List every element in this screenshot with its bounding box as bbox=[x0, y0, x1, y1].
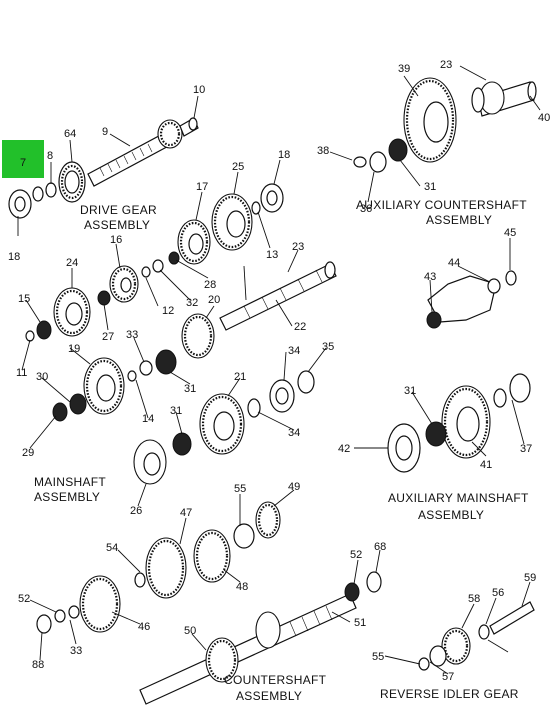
callout: 37 bbox=[520, 443, 532, 455]
callout: 58 bbox=[468, 593, 480, 605]
callout: 51 bbox=[354, 617, 366, 629]
callout: 52 bbox=[18, 593, 30, 605]
callout: 43 bbox=[424, 271, 436, 283]
callout: 23 bbox=[440, 59, 452, 71]
callout-numbers: 7 10 9 64 8 18 23 39 40 25 18 17 13 38 3… bbox=[8, 59, 550, 683]
drive-gear-assembly bbox=[2, 117, 199, 219]
callout: 33 bbox=[70, 645, 82, 657]
callout: 38 bbox=[317, 145, 329, 157]
callout: 33 bbox=[126, 329, 138, 341]
caption-drive-gear-line1: DRIVE GEAR bbox=[80, 203, 157, 217]
caption-reverse-idler: REVERSE IDLER GEAR bbox=[380, 687, 519, 701]
callout: 64 bbox=[64, 128, 76, 140]
caption-aux-mainshaft-line1: AUXILIARY MAINSHAFT bbox=[388, 491, 529, 505]
callout: 8 bbox=[47, 150, 53, 162]
callout: 25 bbox=[232, 161, 244, 173]
callout: 26 bbox=[130, 505, 142, 517]
callout: 30 bbox=[36, 371, 48, 383]
callout: 18 bbox=[8, 251, 20, 263]
caption-countershaft-line1: COUNTERSHAFT bbox=[224, 673, 327, 687]
mainshaft-assembly bbox=[25, 183, 337, 485]
leader-lines bbox=[17, 65, 541, 675]
callout: 22 bbox=[294, 321, 306, 333]
caption-drive-gear-line2: ASSEMBLY bbox=[84, 218, 150, 232]
caption-aux-countershaft-line2: ASSEMBLY bbox=[426, 213, 492, 227]
aux-mainshaft-assembly bbox=[387, 270, 531, 473]
callout: 13 bbox=[266, 249, 278, 261]
assembly-captions: DRIVE GEAR ASSEMBLY AUXILIARY COUNTERSHA… bbox=[34, 198, 529, 703]
callout: 17 bbox=[196, 181, 208, 193]
callout: 11 bbox=[16, 367, 27, 379]
callout: 15 bbox=[18, 293, 30, 305]
callout: 16 bbox=[110, 234, 122, 246]
callout: 21 bbox=[234, 371, 246, 383]
caption-mainshaft-line2: ASSEMBLY bbox=[34, 490, 100, 504]
callout: 7 bbox=[20, 157, 26, 169]
caption-aux-mainshaft-line2: ASSEMBLY bbox=[418, 508, 484, 522]
callout: 12 bbox=[162, 305, 174, 317]
callout: 68 bbox=[374, 541, 386, 553]
callout: 31 bbox=[170, 405, 182, 417]
callout: 19 bbox=[68, 343, 80, 355]
callout: 48 bbox=[236, 581, 248, 593]
aux-countershaft-assembly bbox=[353, 77, 537, 173]
callout: 14 bbox=[142, 413, 154, 425]
callout: 54 bbox=[106, 542, 118, 554]
callout: 44 bbox=[448, 257, 460, 269]
callout: 28 bbox=[204, 279, 216, 291]
callout: 57 bbox=[442, 671, 454, 683]
callout: 50 bbox=[184, 625, 196, 637]
callout: 31 bbox=[424, 181, 436, 193]
caption-mainshaft-line1: MAINSHAFT bbox=[34, 475, 106, 489]
callout: 40 bbox=[538, 112, 550, 124]
callout: 27 bbox=[102, 331, 114, 343]
callout: 9 bbox=[102, 126, 108, 138]
reverse-idler-assembly bbox=[418, 601, 535, 671]
callout: 32 bbox=[186, 297, 198, 309]
callout: 10 bbox=[193, 84, 205, 96]
callout: 46 bbox=[138, 621, 150, 633]
callout: 34 bbox=[288, 427, 300, 439]
highlight-box bbox=[2, 140, 44, 178]
callout: 47 bbox=[180, 507, 192, 519]
callout: 55 bbox=[234, 483, 246, 495]
caption-countershaft-line2: ASSEMBLY bbox=[236, 689, 302, 703]
callout: 41 bbox=[480, 459, 492, 471]
callout: 31 bbox=[404, 385, 416, 397]
callout: 18 bbox=[278, 149, 290, 161]
callout: 52 bbox=[350, 549, 362, 561]
callout: 23 bbox=[292, 241, 304, 253]
callout: 24 bbox=[66, 257, 78, 269]
callout: 45 bbox=[504, 227, 516, 239]
callout: 59 bbox=[524, 572, 536, 584]
countershaft-assembly bbox=[36, 501, 382, 705]
caption-aux-countershaft-line1: AUXILIARY COUNTERSHAFT bbox=[356, 198, 527, 212]
callout: 88 bbox=[32, 659, 44, 671]
callout: 35 bbox=[322, 341, 334, 353]
callout: 49 bbox=[288, 481, 300, 493]
callout: 29 bbox=[22, 447, 34, 459]
callout: 55 bbox=[372, 651, 384, 663]
callout: 36 bbox=[360, 203, 372, 215]
callout: 56 bbox=[492, 587, 504, 599]
callout: 34 bbox=[288, 345, 300, 357]
callout: 39 bbox=[398, 63, 410, 75]
callout: 31 bbox=[184, 383, 196, 395]
callout: 42 bbox=[338, 443, 350, 455]
callout: 20 bbox=[208, 294, 220, 306]
